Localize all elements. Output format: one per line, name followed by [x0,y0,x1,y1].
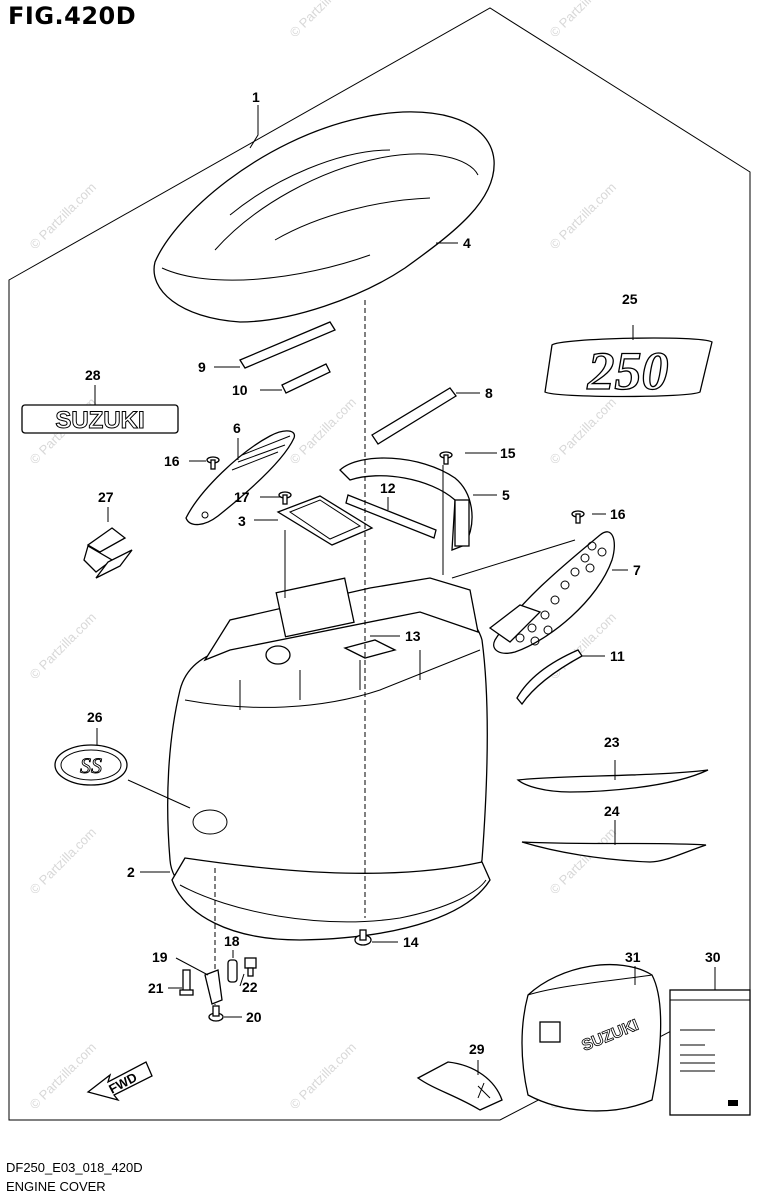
watermark: © Partzilla.com [287,0,360,40]
seal-strip-12 [345,494,437,539]
callout-9: 9 [198,359,206,375]
callout-5: 5 [502,487,510,503]
parts-bag-29 [416,1061,503,1111]
callout-4: 4 [463,235,471,251]
lower-main-cover [167,577,491,941]
bolt-22 [244,957,257,977]
callout-28: 28 [85,367,101,383]
callout-29: 29 [469,1041,485,1057]
watermark: © Partzilla.com [27,610,100,683]
watermark: © Partzilla.com [27,825,100,898]
callout-16: 16 [164,453,180,469]
callout-18: 18 [224,933,240,949]
model-250-decal: 250 [544,337,713,402]
screw-16-right [571,510,585,524]
suzuki-decal: SUZUKI [21,404,179,435]
watermark: © Partzilla.com [27,180,100,253]
clip-18 [227,959,238,983]
callout-8: 8 [485,385,493,401]
leader-lines [94,105,716,1075]
callout-3: 3 [238,513,246,529]
callout-21: 21 [148,980,164,996]
s-logo-emblem [83,527,133,579]
callout-12: 12 [380,480,396,496]
screw-15 [439,451,453,465]
callout-1: 1 [252,89,260,105]
callout-25: 25 [622,291,638,307]
bracket-19 [204,969,223,1005]
watermark: © Partzilla.com [547,180,620,253]
diagram-code: DF250_E03_018_420D [6,1160,143,1175]
grommet-20 [208,1005,224,1022]
ss-emblem: SS [54,744,128,786]
top-cover [153,111,495,323]
callout-17: 17 [234,489,250,505]
svg-text:SUZUKI: SUZUKI [55,407,144,434]
side-stripe-23 [516,769,709,793]
callout-13: 13 [405,628,421,644]
screw-16-left [206,456,220,470]
diagram-name: ENGINE COVER [6,1179,106,1194]
callout-24: 24 [604,803,620,819]
figure-title: FIG.420D [8,2,137,30]
callout-30: 30 [705,949,721,965]
watermark: © Partzilla.com [287,1040,360,1113]
watermark: © Partzilla.com [27,1040,100,1113]
watermark: © Partzilla.com [547,825,620,898]
callout-26: 26 [87,709,103,725]
owners-manual [669,989,751,1116]
callout-11: 11 [610,648,625,664]
callout-31: 31 [625,949,641,965]
callout-10: 10 [232,382,248,398]
callout-6: 6 [233,420,241,436]
bolt-21 [179,969,194,996]
svg-text:SS: SS [80,753,102,778]
storage-cover-bag: SUZUKI [521,963,662,1112]
watermark: © Partzilla.com [547,0,620,40]
callout-20: 20 [246,1009,262,1025]
callout-14: 14 [403,934,419,950]
fwd-arrow-icon: FWD [86,1061,153,1102]
grille-panel-right [488,531,615,654]
callout-23: 23 [604,734,620,750]
callout-27: 27 [98,489,114,505]
callout-16: 16 [610,506,626,522]
svg-text:250: 250 [587,341,669,401]
callout-7: 7 [633,562,641,578]
callout-2: 2 [127,864,135,880]
seal-strip-11 [516,649,583,706]
callout-22: 22 [242,979,258,995]
seal-strip-9 [239,321,336,369]
callout-15: 15 [500,445,516,461]
screw-17 [278,491,292,505]
seal-strip-8 [371,387,457,445]
watermark: © Partzilla.com [287,395,360,468]
grille-panel-left [185,430,296,526]
side-bracket-5 [339,457,473,551]
seal-strip-10 [281,363,331,394]
side-stripe-24 [521,841,707,863]
bracket-plate-3 [276,495,374,546]
callout-19: 19 [152,949,168,965]
watermark: © Partzilla.com [547,395,620,468]
grommet-14 [354,929,372,946]
callout-labels: 1 2 3 4 5 6 7 8 9 10 11 12 13 14 15 16 1… [85,89,721,1057]
svg-text:FWD: FWD [106,1069,139,1096]
